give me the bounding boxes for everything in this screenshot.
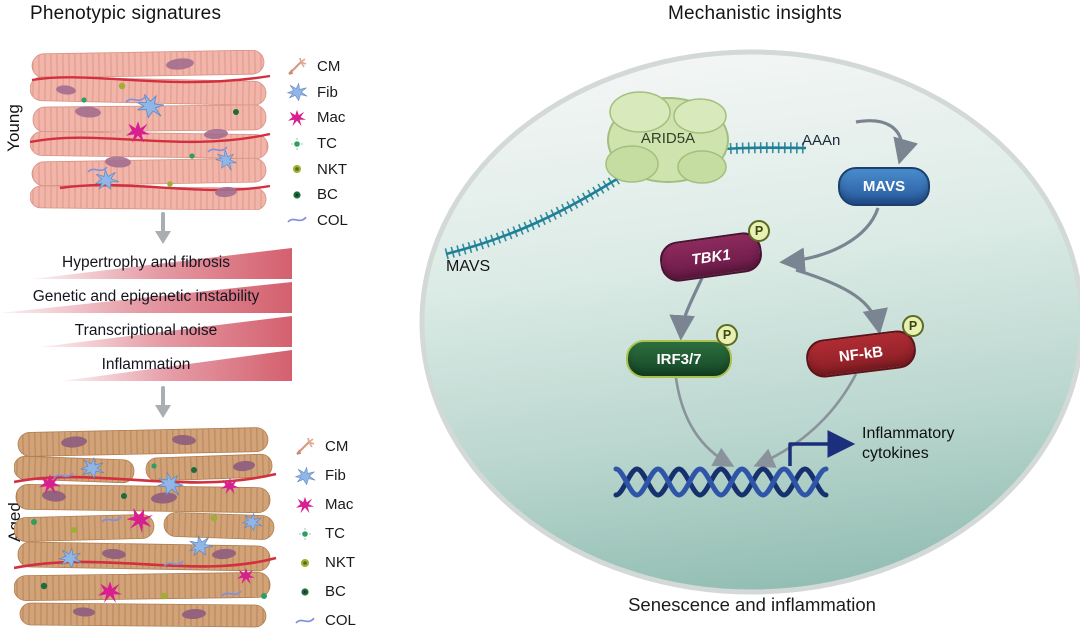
nkt-cell-icon — [293, 165, 301, 174]
right-panel-title: Mechanistic insights — [667, 3, 843, 24]
legend-label: NKT — [317, 160, 347, 178]
cardiomyocyte-icon — [296, 437, 315, 455]
arrow-tbk1-to-irf — [669, 277, 704, 341]
cardiomyocyte-icon — [288, 57, 307, 75]
mavs-mrna-label: MAVS — [446, 258, 491, 275]
legend-item: CM — [292, 432, 356, 461]
legend-item: COL — [292, 606, 356, 635]
cascade-label-inflammation: Inflammation — [101, 356, 191, 373]
legend-item: Mac — [292, 490, 356, 519]
arrow-mavs-to-nfkb — [795, 268, 888, 335]
legend-label: COL — [317, 211, 348, 229]
senescence-label: Senescence and inflammation — [628, 594, 876, 615]
legend-item: TC — [284, 131, 348, 157]
nfkb-phosphate-badge: P — [902, 315, 924, 337]
arrow-irf-to-dna — [674, 377, 735, 467]
legend-label: TC — [317, 135, 337, 153]
legend-label: CM — [325, 438, 349, 455]
legend-item: Mac — [284, 105, 348, 131]
fibroblast-icon — [295, 466, 316, 485]
legend-item: TC — [292, 519, 356, 548]
t-cell-icon — [291, 137, 303, 150]
legend-label: COL — [325, 612, 356, 629]
arrow-aaan-to-mavs — [855, 119, 919, 165]
arid5a-blob — [605, 91, 729, 184]
aged-capillaries — [14, 472, 277, 570]
nkt-cell-icon — [301, 558, 309, 567]
b-cell-icon — [301, 587, 309, 596]
legend-label: Mac — [325, 496, 354, 513]
down-arrow-cascade-to-aged — [155, 386, 171, 418]
inflammatory-cytokines-label: Inflammatory cytokines — [862, 425, 955, 462]
young-axis-label: Young — [4, 104, 23, 152]
polya-tail-label: AAAn — [802, 132, 841, 149]
macrophage-icon — [288, 109, 306, 127]
aged-muscle-fibers — [14, 427, 275, 628]
legend-item: BC — [284, 182, 348, 208]
cascade-label-genetic-instability: Genetic and epigenetic instability — [32, 288, 260, 305]
legend-item: COL — [284, 208, 348, 234]
legend-label: BC — [325, 583, 346, 600]
down-arrow-young-to-cascade — [155, 212, 171, 244]
tbk1-phosphate-badge: P — [748, 220, 770, 242]
legend-item: NKT — [284, 156, 348, 182]
legend-label: Fib — [325, 467, 346, 484]
legend-item: NKT — [292, 548, 356, 577]
young-tissue-illustration — [30, 50, 271, 210]
signal-arrows — [669, 119, 919, 341]
fibroblast-icon — [287, 83, 308, 102]
left-panel-title: Phenotypic signatures — [30, 3, 222, 24]
aged-nuclei — [42, 434, 255, 620]
young-immune-cells — [81, 82, 239, 187]
irf37-node: IRF3/7 — [626, 340, 732, 378]
legend-label: BC — [317, 186, 338, 204]
arid5a-label: ARID5A — [640, 130, 696, 147]
legend-item: BC — [292, 577, 356, 606]
legend-label: NKT — [325, 554, 355, 571]
aged-tissue-illustration — [14, 427, 277, 628]
legend-label: TC — [325, 525, 345, 542]
t-cell-icon — [299, 527, 311, 540]
legend-item: Fib — [284, 80, 348, 106]
collagen-icon — [287, 216, 307, 224]
young-nuclei — [56, 58, 237, 198]
arrow-nfkb-to-dna — [753, 373, 858, 468]
cascade-label-hypertrophy: Hypertrophy and fibrosis — [62, 254, 230, 271]
transcription-arrow — [788, 430, 856, 466]
irf37-phosphate-badge: P — [716, 324, 738, 346]
cascade-label-transcriptional-noise: Transcriptional noise — [74, 322, 218, 339]
legend-item: Fib — [292, 461, 356, 490]
arrow-mavs-to-tbk1 — [779, 207, 880, 273]
b-cell-icon — [293, 191, 301, 199]
legend-young: CM Fib Mac TC NKT BC COL — [284, 54, 348, 233]
converging-arrows — [674, 373, 858, 468]
legend-item: CM — [284, 54, 348, 80]
legend-label: Mac — [317, 109, 346, 127]
legend-label: Fib — [317, 83, 338, 101]
mavs-node: MAVS — [838, 167, 930, 206]
collagen-icon — [295, 616, 315, 624]
dna-helix — [613, 466, 829, 498]
macrophage-icon — [296, 496, 314, 513]
legend-aged: CM Fib Mac TC NKT BC COL — [292, 432, 356, 635]
aged-immune-cells — [31, 463, 267, 600]
legend-label: CM — [317, 58, 341, 76]
cell-membrane — [419, 49, 1080, 595]
